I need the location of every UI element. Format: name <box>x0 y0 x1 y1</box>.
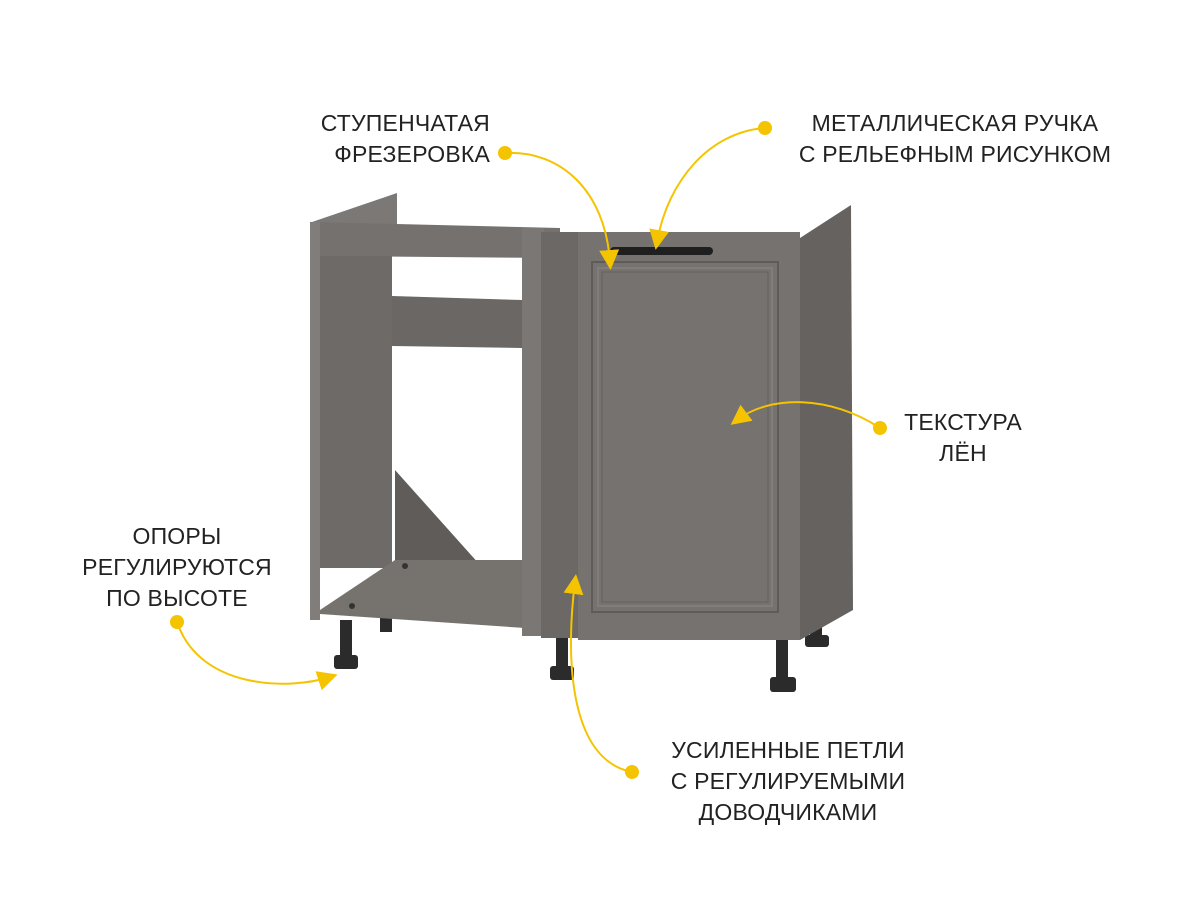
label-line: УСИЛЕННЫЕ ПЕТЛИ <box>671 737 905 763</box>
texture-label: ТЕКСТУРА ЛЁН <box>883 407 1043 469</box>
label-line: РЕГУЛИРУЮТСЯ <box>82 554 272 580</box>
label-line: СТУПЕНЧАТАЯ <box>320 110 490 136</box>
label-line: ПО ВЫСОТЕ <box>106 585 248 611</box>
legs-label: ОПОРЫ РЕГУЛИРУЮТСЯ ПО ВЫСОТЕ <box>57 521 297 614</box>
label-line: ДОВОДЧИКАМИ <box>698 799 878 825</box>
label-line: С РЕЛЬЕФНЫМ РИСУНКОМ <box>798 141 1112 167</box>
callout-arrows <box>176 127 881 773</box>
label-line: ОПОРЫ <box>132 523 222 549</box>
label-line: МЕТАЛЛИЧЕСКАЯ РУЧКА <box>811 110 1099 136</box>
callout-dots <box>170 121 887 779</box>
handle-label: МЕТАЛЛИЧЕСКАЯ РУЧКА С РЕЛЬЕФНЫМ РИСУНКОМ <box>770 108 1140 170</box>
label-line: С РЕГУЛИРУЕМЫМИ <box>670 768 906 794</box>
hinges-label: УСИЛЕННЫЕ ПЕТЛИ С РЕГУЛИРУЕМЫМИ ДОВОДЧИК… <box>638 735 938 828</box>
label-line: ТЕКСТУРА <box>904 409 1022 435</box>
door-handle <box>610 247 713 255</box>
label-line: ЛЁН <box>939 440 987 466</box>
milling-label: СТУПЕНЧАТАЯ ФРЕЗЕРОВКА <box>250 108 490 170</box>
label-line: ФРЕЗЕРОВКА <box>334 141 490 167</box>
cabinet-door <box>578 232 800 640</box>
